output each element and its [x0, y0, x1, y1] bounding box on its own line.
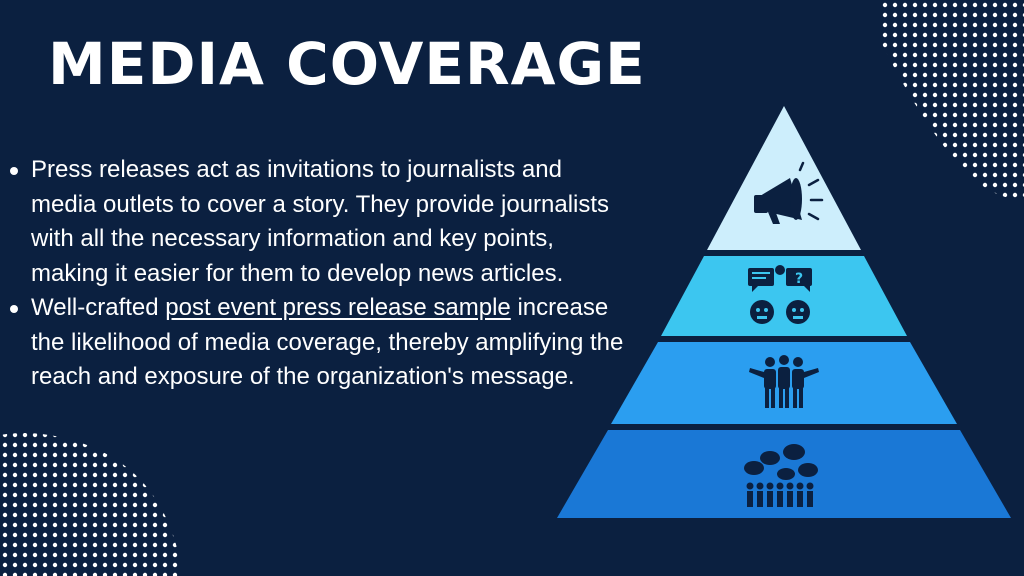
slide-title: MEDIA COVERAGE — [48, 30, 646, 98]
bullet-item: Press releases act as invitations to jou… — [8, 153, 633, 291]
megaphone-icon — [754, 161, 824, 224]
svg-text:?: ? — [795, 271, 803, 287]
pyramid-tier-top — [707, 106, 861, 250]
pyramid-tier-second — [661, 256, 907, 336]
bullet-text: Press releases act as invitations to jou… — [31, 156, 610, 287]
bullet-text-start: Well-crafted — [31, 294, 166, 321]
group-hug-icon — [749, 355, 819, 408]
crowd-speech-icon — [744, 444, 818, 507]
discussion-people-icon: ? — [748, 265, 812, 324]
bullet-item: Well-crafted post event press release sa… — [8, 291, 633, 395]
bullet-text-end: increase the likelihood of media coverag… — [31, 294, 624, 390]
bullet-list: Press releases act as invitations to jou… — [8, 153, 633, 395]
press-release-sample-link[interactable]: post event press release sample — [165, 294, 511, 321]
